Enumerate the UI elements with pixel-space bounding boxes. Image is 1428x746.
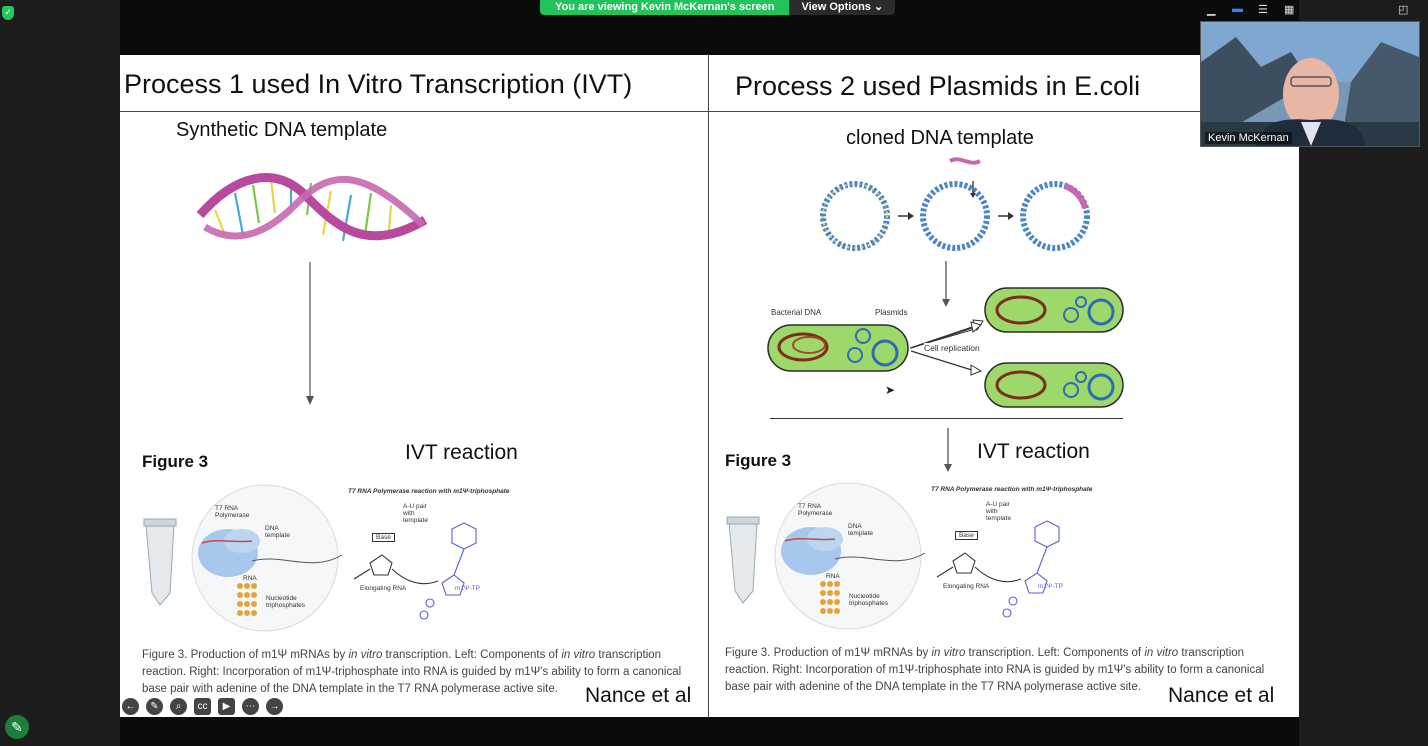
bacterial-replication-illustration xyxy=(767,287,1124,408)
right-citation: Nance et al xyxy=(1168,684,1275,707)
left-caption-part: transcription reaction. Right: Incorpora… xyxy=(142,649,682,695)
left-title-rule xyxy=(120,111,708,112)
viewing-status: You are viewing Kevin McKernan's screen xyxy=(540,0,790,15)
left-margin xyxy=(0,0,120,746)
right-caption-part: transcription reaction. Right: Incorpora… xyxy=(725,647,1265,693)
screen-share-banner: You are viewing Kevin McKernan's screen … xyxy=(540,0,896,15)
right-nucleotide-label: Nucleotide triphosphates xyxy=(849,593,889,607)
right-base-label: Base xyxy=(955,531,978,540)
left-dna-template-label: DNA template xyxy=(265,525,290,539)
video-frame xyxy=(1201,22,1419,146)
back-arrow-icon[interactable]: ← xyxy=(122,698,139,715)
left-citation: Nance et al xyxy=(585,684,692,707)
right-caption-part: Figure 3. Production of m1Ψ mRNAs by xyxy=(725,647,932,659)
right-m1tp-label: m1Ψ-TP xyxy=(1038,583,1063,590)
left-subtitle: Synthetic DNA template xyxy=(176,119,388,141)
right-caption-italic: in vitro xyxy=(931,647,966,659)
shared-slide: Process 1 used In Vitro Transcription (I… xyxy=(120,55,1299,717)
bottom-bar xyxy=(120,717,1299,746)
right-title: Process 2 used Plasmids in E.coli xyxy=(735,71,1141,101)
left-m1tp-label: m1Ψ-TP xyxy=(455,585,480,592)
right-caption: Figure 3. Production of m1Ψ mRNAs by in … xyxy=(725,645,1290,696)
chevron-down-icon: ⌄ xyxy=(873,1,884,13)
ivt-figure-right xyxy=(726,482,1060,630)
right-title-rule xyxy=(709,111,1299,112)
view-options-label: View Options xyxy=(801,1,871,13)
right-ivt-label: IVT reaction xyxy=(977,440,1090,463)
search-icon[interactable]: ⌕ xyxy=(170,698,187,715)
right-au-pair-label: A-U pair with template xyxy=(986,501,1011,522)
annotate-pen-icon[interactable]: ✎ xyxy=(5,715,29,739)
pen-icon[interactable]: ✎ xyxy=(146,698,163,715)
ivt-figure-left xyxy=(143,484,477,632)
left-rna-label: RNA xyxy=(243,575,257,582)
view-options-button[interactable]: View Options ⌄ xyxy=(789,0,896,15)
plasmids-label: Plasmids xyxy=(875,308,908,317)
cell-replication-label: Cell replication xyxy=(924,343,980,353)
forward-arrow-icon[interactable]: → xyxy=(266,698,283,715)
left-nucleotide-label: Nucleotide triphosphates xyxy=(266,595,306,609)
right-t7-label: T7 RNA Polymerase xyxy=(798,503,833,517)
plasmid-cloning-illustration xyxy=(820,157,1090,251)
right-dna-template-label: DNA template xyxy=(848,523,873,537)
center-divider xyxy=(708,55,709,717)
left-t7-label: T7 RNA Polymerase xyxy=(215,505,250,519)
left-caption-part: transcription. Left: Components of xyxy=(382,649,562,661)
left-title: Process 1 used In Vitro Transcription (I… xyxy=(124,69,633,99)
right-caption-part: transcription. Left: Components of xyxy=(965,647,1145,659)
plasmid-down-arrow xyxy=(942,261,950,307)
stacked-view-icon[interactable]: ☰ xyxy=(1258,4,1268,16)
right-subtitle: cloned DNA template xyxy=(846,127,1034,149)
pop-out-icon[interactable]: ◰ xyxy=(1398,4,1409,16)
left-au-pair-label: A-U pair with template xyxy=(403,503,428,524)
left-figure-label: Figure 3 xyxy=(142,452,209,471)
participant-video[interactable]: Kevin McKernan xyxy=(1200,21,1420,147)
bacterial-dna-label: Bacterial DNA xyxy=(771,308,822,317)
left-caption-italic: in vitro xyxy=(348,649,383,661)
left-elongating-label: Elongating RNA xyxy=(360,585,407,592)
left-ivt-label: IVT reaction xyxy=(405,441,518,464)
left-base-label: Base xyxy=(372,533,395,542)
shield-icon: ✓ xyxy=(2,6,14,20)
right-figure-label: Figure 3 xyxy=(725,451,792,470)
captions-icon[interactable]: cc xyxy=(194,698,211,715)
right-rna-label: RNA xyxy=(826,573,840,580)
dna-helix-illustration xyxy=(196,173,428,242)
left-caption: Figure 3. Production of m1Ψ mRNAs by in … xyxy=(142,647,704,698)
more-icon[interactable]: ⋯ xyxy=(242,698,259,715)
right-panel-title: T7 RNA Polymerase reaction with m1Ψ-trip… xyxy=(931,486,1093,493)
ivt-down-arrow xyxy=(944,428,952,472)
video-icon[interactable]: ▶ xyxy=(218,698,235,715)
mouse-cursor-icon: ➤ xyxy=(885,383,896,397)
gallery-view-icon[interactable]: ▦ xyxy=(1284,4,1295,16)
annotation-toolbar: ← ✎ ⌕ cc ▶ ⋯ → xyxy=(122,698,283,715)
left-panel-title: T7 RNA Polymerase reaction with m1Ψ-trip… xyxy=(348,488,510,495)
left-caption-italic: in vitro xyxy=(561,649,596,661)
minimize-icon[interactable]: ▁ xyxy=(1207,4,1216,16)
down-arrow xyxy=(306,262,314,405)
participant-name: Kevin McKernan xyxy=(1205,132,1292,144)
right-separator xyxy=(770,418,1123,419)
left-caption-part: Figure 3. Production of m1Ψ mRNAs by xyxy=(142,649,349,661)
speaker-view-icon[interactable]: ▬ xyxy=(1232,3,1243,15)
right-caption-italic: in vitro xyxy=(1144,647,1179,659)
right-elongating-label: Elongating RNA xyxy=(943,583,990,590)
